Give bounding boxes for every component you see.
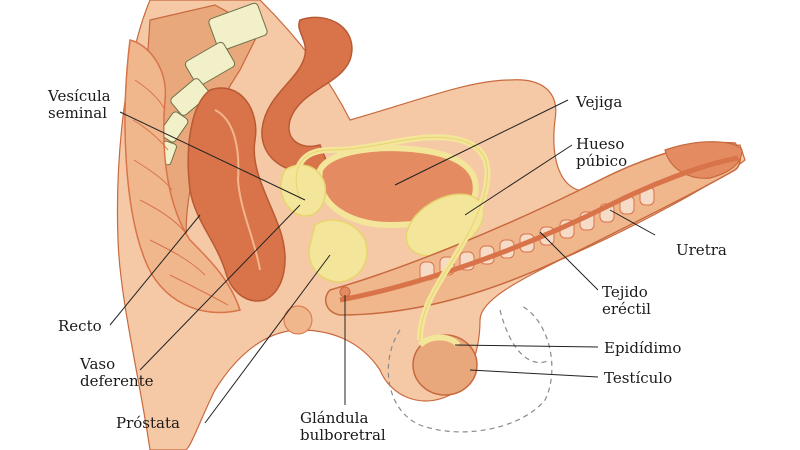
urethra bbox=[339, 155, 739, 303]
label-prostata: Próstata bbox=[116, 414, 180, 432]
label-uretra: Uretra bbox=[676, 241, 727, 259]
seminal-vesicle bbox=[280, 164, 327, 217]
label-testiculo: Testículo bbox=[604, 369, 673, 387]
gluteal-tissue bbox=[124, 39, 241, 314]
label-recto: Recto bbox=[58, 317, 102, 335]
gland-cluster bbox=[283, 305, 313, 335]
scrotum-outline bbox=[387, 304, 553, 433]
epididymis bbox=[417, 334, 461, 348]
label-vejiga: Vejiga bbox=[576, 93, 623, 111]
tissue-net bbox=[132, 79, 229, 306]
prostate bbox=[308, 219, 368, 283]
rectum bbox=[187, 87, 286, 302]
leader-lines bbox=[109, 99, 656, 424]
label-epididimo: Epidídimo bbox=[604, 339, 682, 357]
